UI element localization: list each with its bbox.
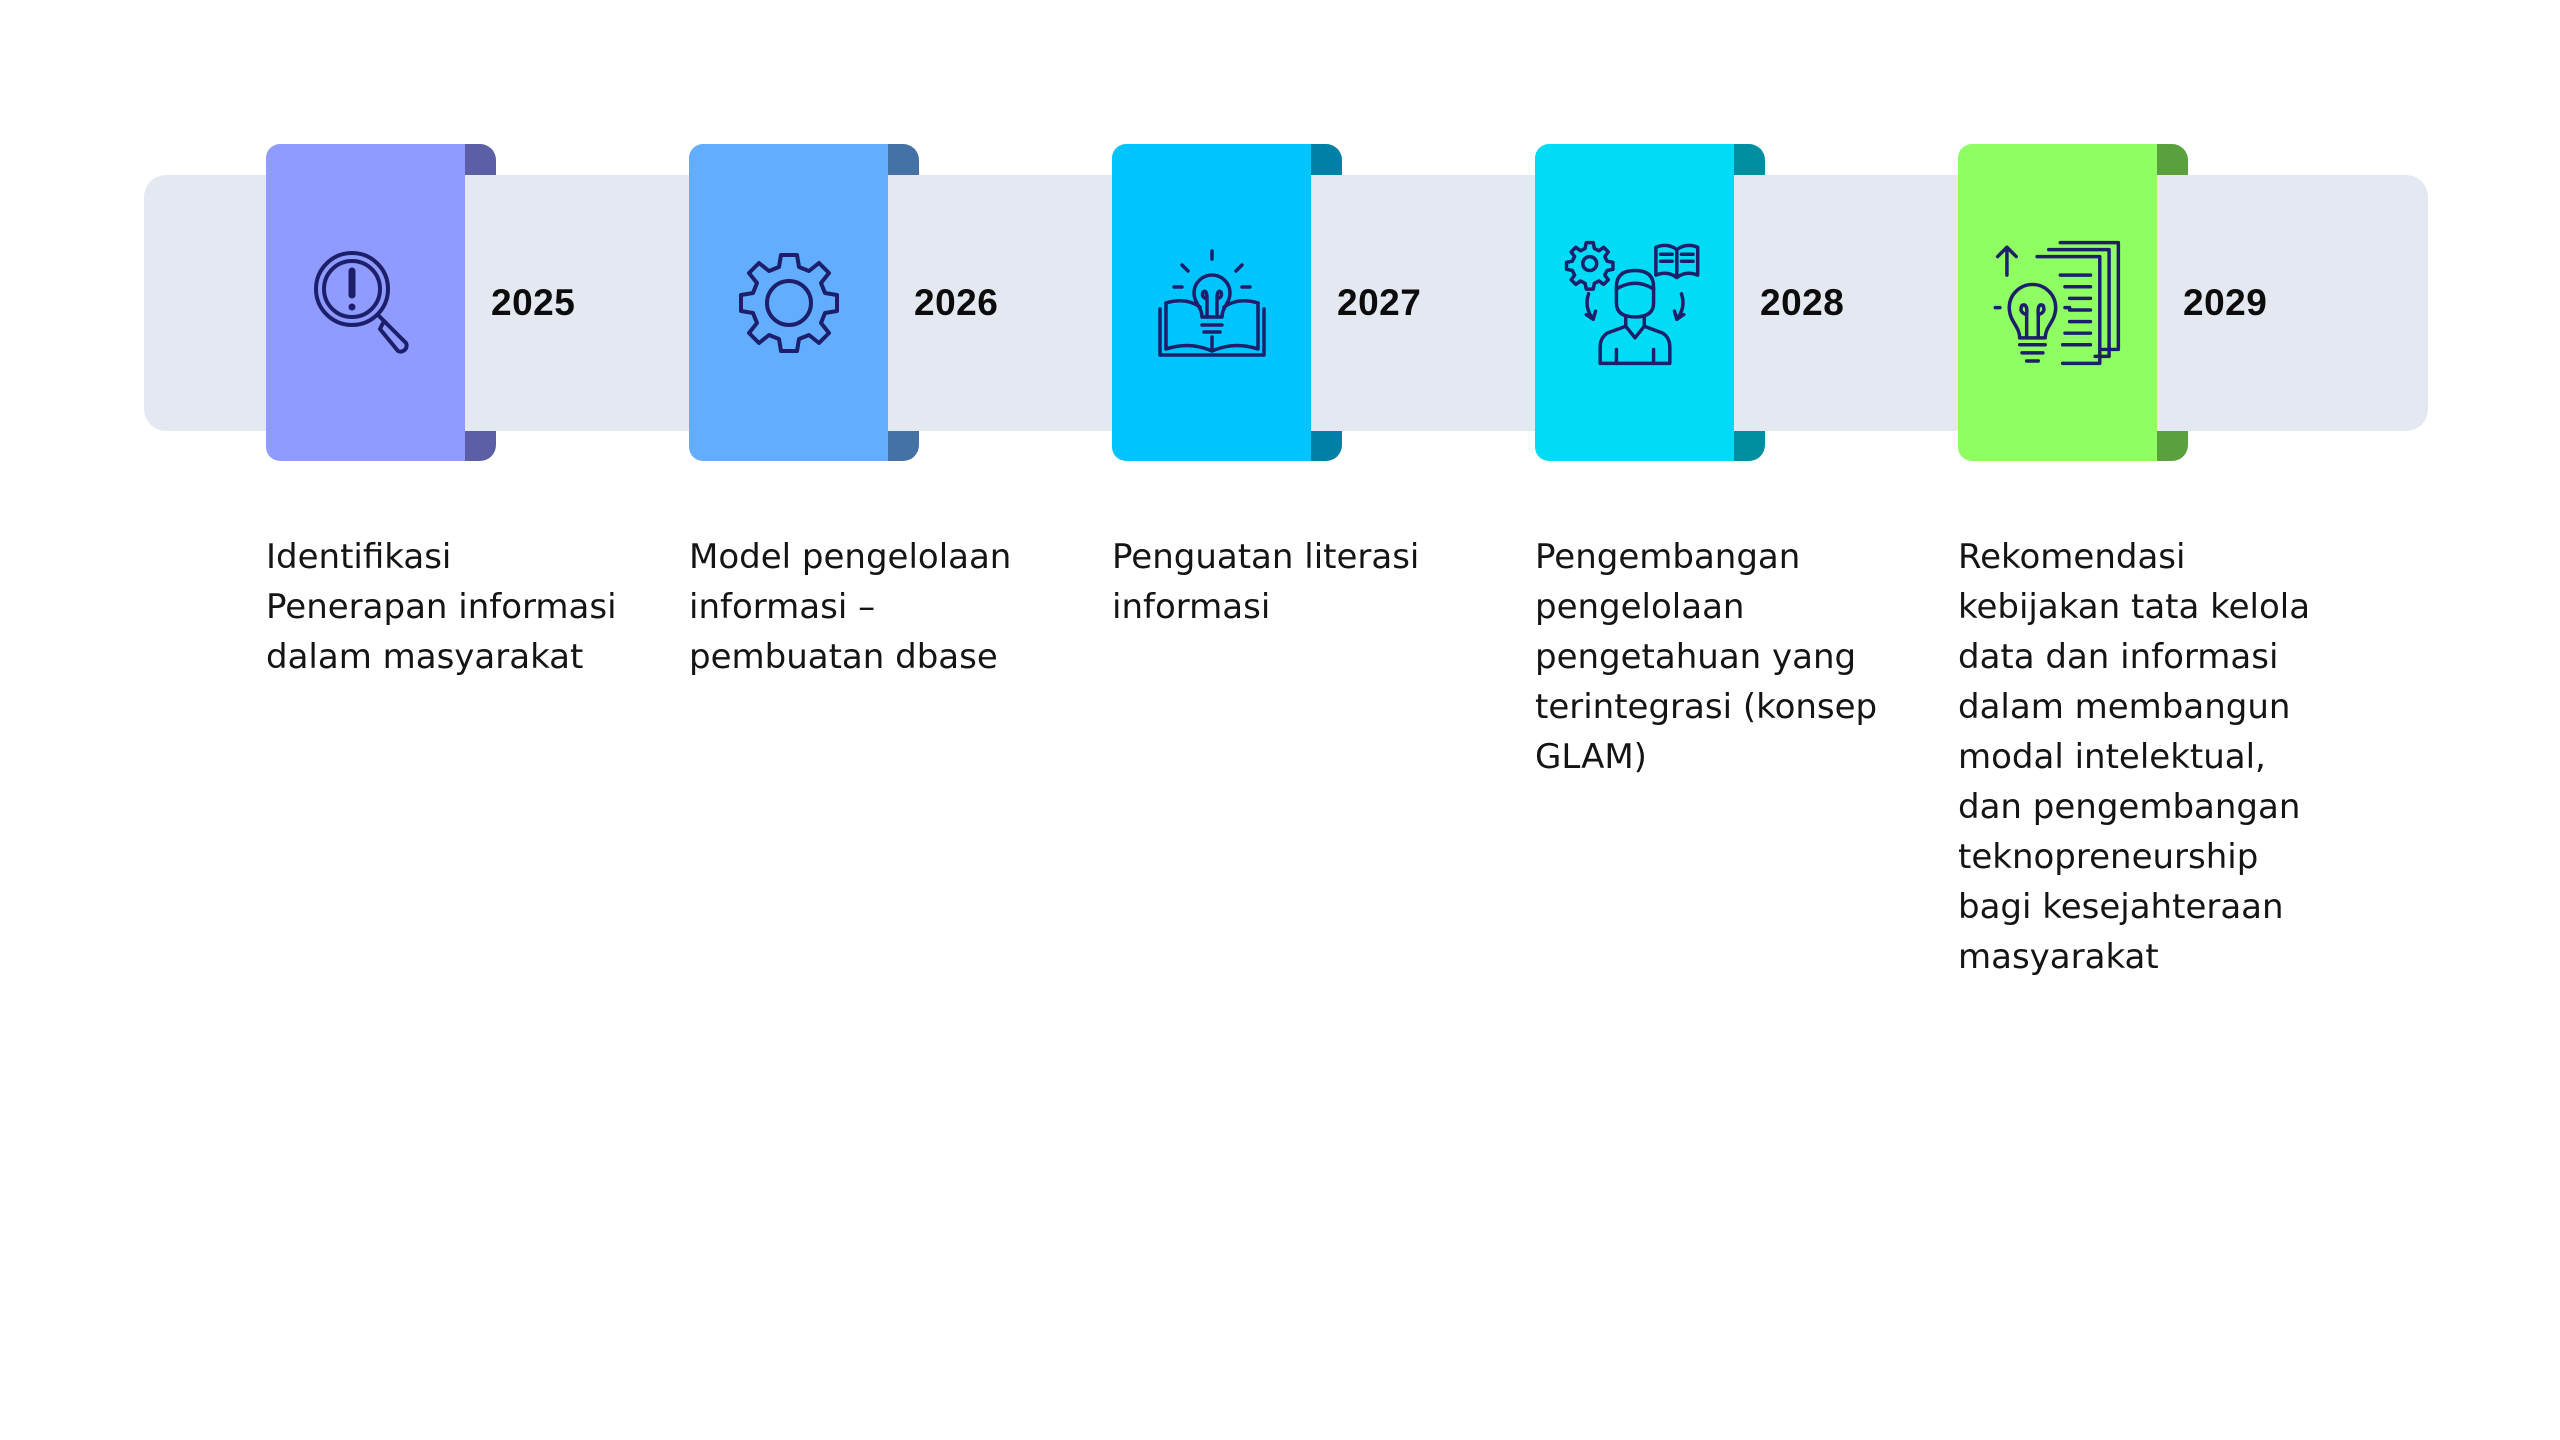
gear-icon [738,252,839,353]
year-label: 2028 [1760,282,1845,323]
step-description: Penguatan literasi informasi [1112,537,1420,627]
book-lightbulb-icon [1157,248,1266,357]
person-knowledge-icon [1564,240,1699,365]
card-face [1112,144,1311,461]
card-face [1535,144,1734,461]
idea-documents-icon [1993,240,2120,365]
timeline-card-2026 [689,144,919,461]
step-description: Model pengelolaan informasi – pembuatan … [689,537,1012,677]
timeline-card-2029 [1958,144,2188,461]
step-description: Rekomendasi kebijakan tata kelola data d… [1958,537,2311,977]
step-description: Pengembangan pengelolaan pengetahuan yan… [1535,537,1878,777]
magnifier-exclamation-icon [313,250,409,354]
timeline-card-2028 [1535,144,1765,461]
year-label: 2029 [2183,282,2268,323]
timeline-card-2027 [1112,144,1342,461]
card-face [689,144,888,461]
step-description: Identifikasi Penerapan informasi dalam m… [266,537,617,677]
year-label: 2026 [914,282,999,323]
year-label: 2025 [491,282,576,323]
timeline-card-2025 [266,144,496,461]
card-face [266,144,465,461]
card-face [1958,144,2157,461]
year-label: 2027 [1337,282,1422,323]
